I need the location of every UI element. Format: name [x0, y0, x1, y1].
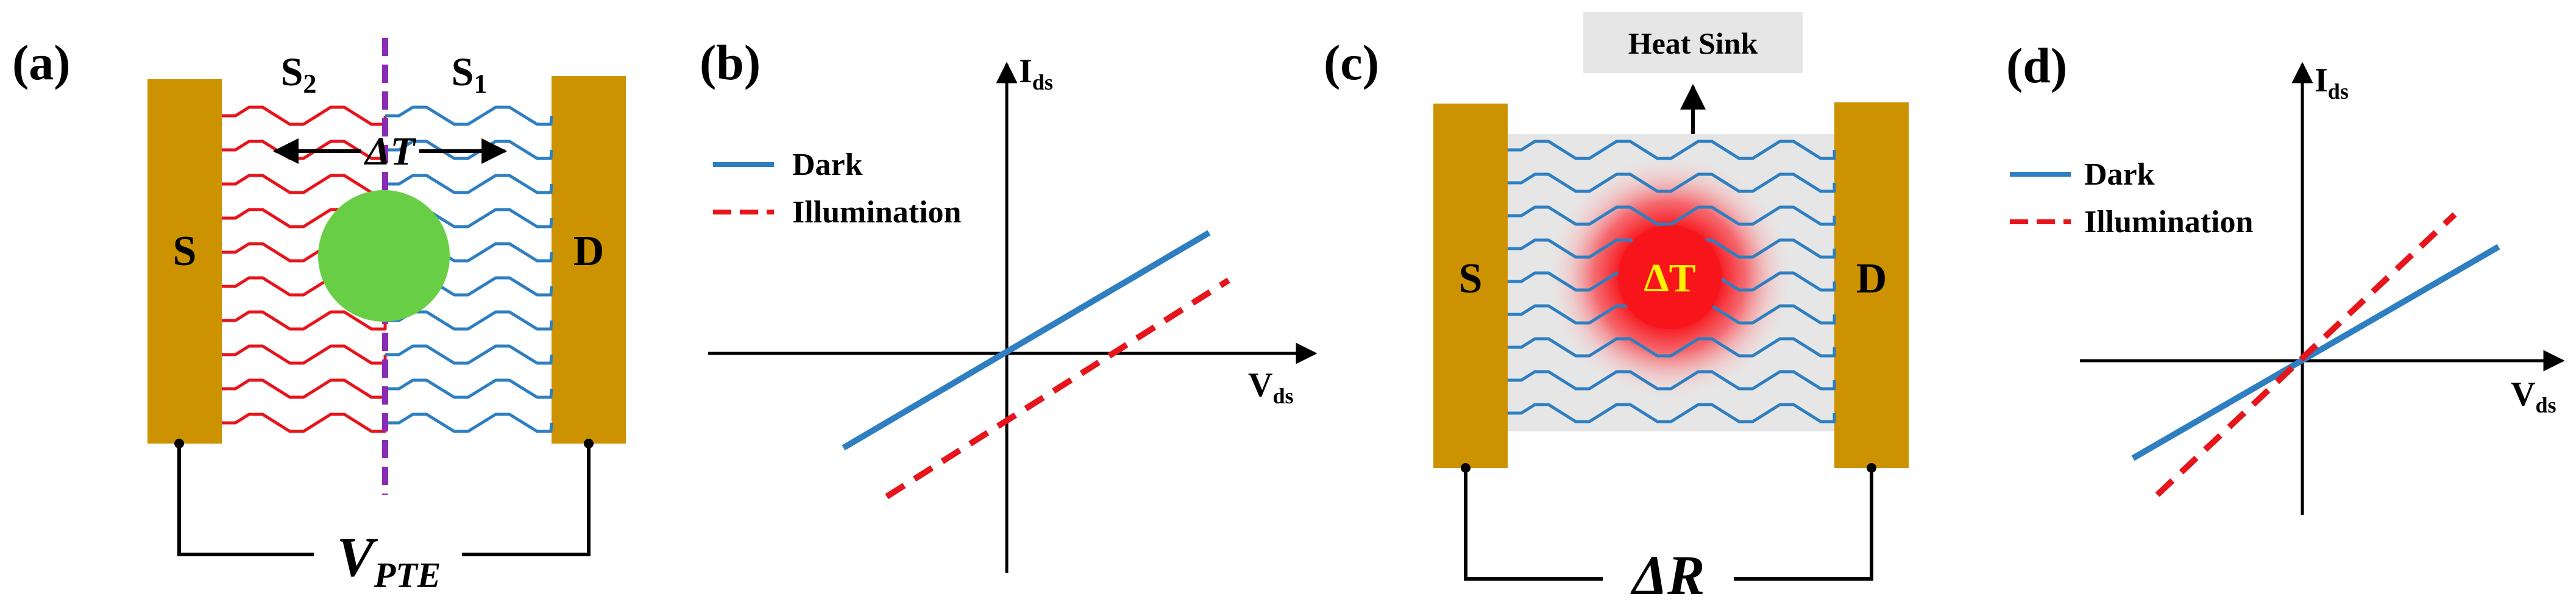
drain-label: D [573, 228, 605, 275]
red-chain-7 [222, 310, 387, 331]
source-label: S [173, 228, 197, 275]
d-dark-curve [2131, 244, 2500, 461]
red-chain-1 [222, 105, 387, 126]
blue-chain-3 [385, 174, 553, 194]
channel-chains [1508, 140, 1836, 423]
source-label: S [1459, 255, 1483, 302]
blue-chain-8 [1508, 370, 1836, 391]
blue-chain-10 [385, 412, 553, 433]
blue-chain-9 [385, 378, 553, 399]
blue-chain-8 [385, 344, 553, 365]
blue-chain-1 [385, 105, 553, 126]
red-chain-9 [222, 378, 387, 399]
panel-c: (c) Heat Sink S D ΔT ΔR [1324, 12, 1909, 606]
d-x-axis-label: Vds [2511, 375, 2556, 417]
b-y-axis-label: Ids [1019, 52, 1053, 94]
panel-d-label: (d) [2006, 38, 2067, 93]
red-chain-8 [222, 344, 387, 365]
delta-r-label: ΔR [1630, 544, 1705, 606]
source-electrode [1433, 104, 1508, 468]
panel-a: (a) S D ΔT S2 S1 VPTE [12, 35, 626, 595]
blue-chain-9 [1508, 403, 1836, 423]
laser-spot [318, 190, 450, 322]
b-legend-dark-label: Dark [792, 147, 863, 182]
blue-chain-1 [1508, 140, 1836, 160]
d-legend-illumination-label: Illumination [2084, 205, 2253, 239]
drain-label: D [1856, 255, 1887, 302]
b-legend: Dark Illumination [713, 147, 961, 230]
b-dark-curve [842, 230, 1211, 451]
red-chain-3 [222, 174, 387, 194]
d-y-axis-label: Ids [2315, 62, 2349, 104]
region-s1-label: S1 [452, 50, 488, 99]
d-legend: Dark Illumination [2010, 157, 2253, 239]
heat-sink-label: Heat Sink [1628, 26, 1758, 60]
circuit-wire [1461, 463, 1876, 581]
blue-chain-3 [1508, 205, 1836, 226]
blue-chain-7 [1508, 337, 1836, 358]
panel-c-label: (c) [1324, 35, 1379, 90]
d-legend-dark-label: Dark [2084, 157, 2155, 192]
panel-b-label: (b) [700, 35, 761, 90]
blue-chain-2 [1508, 172, 1836, 193]
heat-sink-box [1583, 12, 1803, 73]
b-x-axis-label: Vds [1248, 366, 1293, 408]
panel-d: (d) Ids Vds Dark Illumination [2006, 38, 2565, 515]
blue-chain-2 [385, 140, 553, 160]
red-chain-2 [222, 140, 387, 160]
hotspot-delta-t: ΔT [1644, 256, 1695, 300]
delta-t-label: ΔT [363, 129, 416, 174]
b-illumination-curve [885, 277, 1230, 500]
panel-a-label: (a) [12, 35, 71, 90]
hotspot-core [1618, 225, 1722, 329]
b-legend-illumination-label: Illumination [792, 195, 961, 230]
source-electrode [147, 79, 222, 444]
region-s2-label: S2 [281, 50, 317, 99]
circuit-wire [174, 439, 594, 556]
drain-electrode [1834, 102, 1909, 468]
red-chain-10 [222, 412, 387, 433]
d-illumination-curve [2155, 212, 2457, 497]
panel-b: (b) Ids Vds Dark Illumination [700, 35, 1318, 573]
voltage-label: VPTE [337, 526, 441, 595]
drain-electrode [552, 76, 626, 444]
